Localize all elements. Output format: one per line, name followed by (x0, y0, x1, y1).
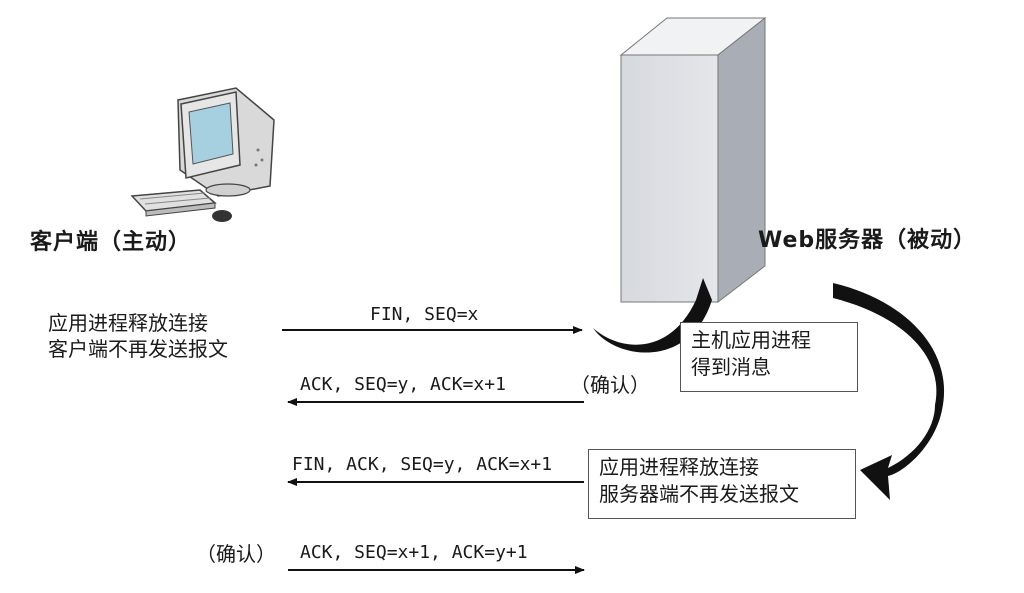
server-note-received-line1: 主机应用进程 (691, 328, 811, 352)
client-note-line2: 客户端不再发送报文 (48, 337, 228, 361)
client-note: 应用进程释放连接 客户端不再发送报文 (48, 310, 228, 362)
client-note-line1: 应用进程释放连接 (48, 311, 208, 335)
server-note-release: 应用进程释放连接 服务器端不再发送报文 (588, 449, 856, 519)
server-label: Web服务器（被动） (758, 228, 977, 253)
server-note-release-line2: 服务器端不再发送报文 (599, 482, 799, 506)
client-label: 客户端（主动） (30, 230, 192, 255)
server-note-release-line1: 应用进程释放连接 (599, 455, 759, 479)
server-note-received-line2: 得到消息 (691, 355, 771, 379)
client-computer-icon (130, 87, 275, 222)
release-curve-arrow (833, 283, 945, 500)
msg2-label: ACK, SEQ=y, ACK=x+1 (300, 374, 506, 395)
msg2-confirm-note: （确认） (570, 373, 650, 397)
msg4-confirm-note: （确认） (196, 542, 276, 566)
server-tower-icon (619, 16, 767, 304)
msg3-label: FIN, ACK, SEQ=y, ACK=x+1 (292, 454, 553, 475)
msg1-label: FIN, SEQ=x (370, 304, 479, 325)
server-note-received: 主机应用进程 得到消息 (680, 322, 858, 392)
msg4-label: ACK, SEQ=x+1, ACK=y+1 (300, 542, 528, 563)
